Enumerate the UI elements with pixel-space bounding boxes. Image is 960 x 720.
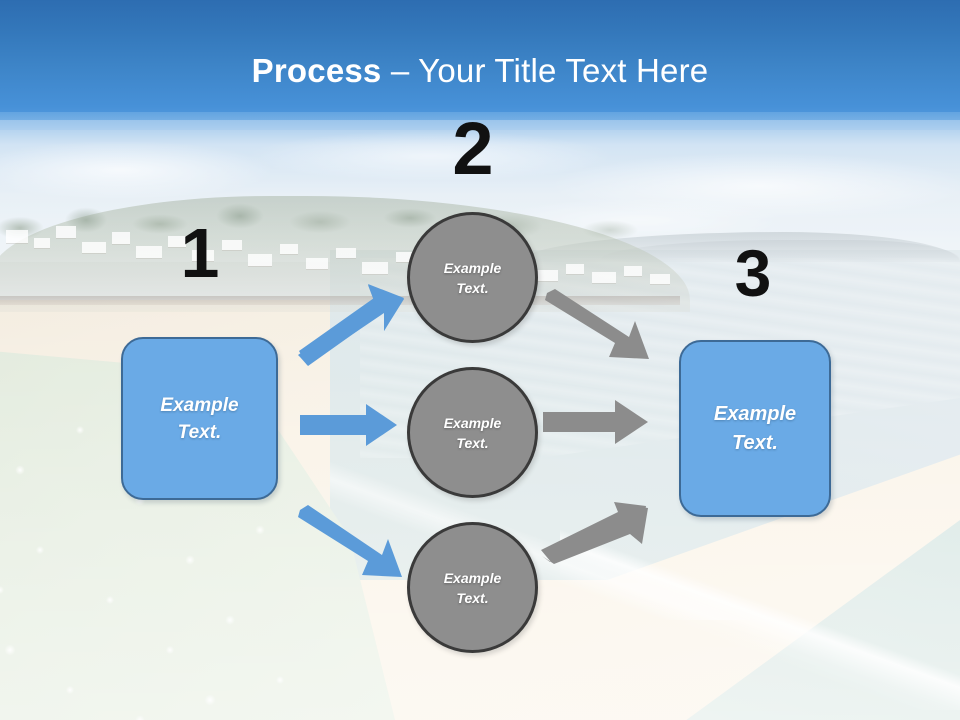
slide-title-strong: Process bbox=[251, 52, 382, 89]
process-circle-middle-line1: Example bbox=[443, 414, 502, 431]
process-box-left[interactable]: Example Text. bbox=[121, 337, 278, 500]
slide-title-rest: – Your Title Text Here bbox=[381, 52, 709, 89]
process-box-left-text: Example Text. bbox=[160, 392, 238, 446]
arrow-circle-top-to-right bbox=[545, 289, 651, 367]
process-circle-top-line2: Text. bbox=[456, 279, 489, 296]
process-circle-middle-text: Example Text. bbox=[444, 413, 502, 453]
process-box-right-line1: Example bbox=[713, 402, 797, 425]
process-circle-bottom-text: Example Text. bbox=[444, 568, 502, 608]
process-circle-bottom-line1: Example bbox=[443, 569, 502, 586]
process-circle-middle[interactable]: Example Text. bbox=[407, 367, 538, 498]
step-number-3: 3 bbox=[734, 236, 772, 310]
process-circle-top[interactable]: Example Text. bbox=[407, 212, 538, 343]
arrow-left-to-circle-bottom bbox=[298, 505, 404, 585]
arrow-left-to-circle-top bbox=[296, 281, 406, 366]
process-circle-bottom-line2: Text. bbox=[456, 589, 489, 606]
sky-gradient bbox=[0, 0, 960, 130]
step-number-1: 1 bbox=[180, 214, 220, 292]
slide-title: Process – Your Title Text Here bbox=[0, 50, 960, 92]
arrow-circle-middle-to-right bbox=[543, 400, 649, 444]
arrow-circle-bottom-to-right bbox=[540, 500, 648, 564]
process-box-right-text: Example Text. bbox=[714, 400, 796, 458]
arrow-left-to-circle-middle bbox=[300, 404, 398, 446]
process-circle-middle-line2: Text. bbox=[456, 434, 489, 451]
step-number-2: 2 bbox=[452, 107, 494, 190]
process-circle-top-text: Example Text. bbox=[444, 258, 502, 298]
process-circle-top-line1: Example bbox=[443, 259, 502, 276]
process-box-right-line2: Text. bbox=[732, 431, 778, 454]
process-box-right[interactable]: Example Text. bbox=[679, 340, 831, 517]
process-box-left-line2: Text. bbox=[177, 421, 222, 443]
process-circle-bottom[interactable]: Example Text. bbox=[407, 522, 538, 653]
process-box-left-line1: Example bbox=[160, 394, 239, 416]
